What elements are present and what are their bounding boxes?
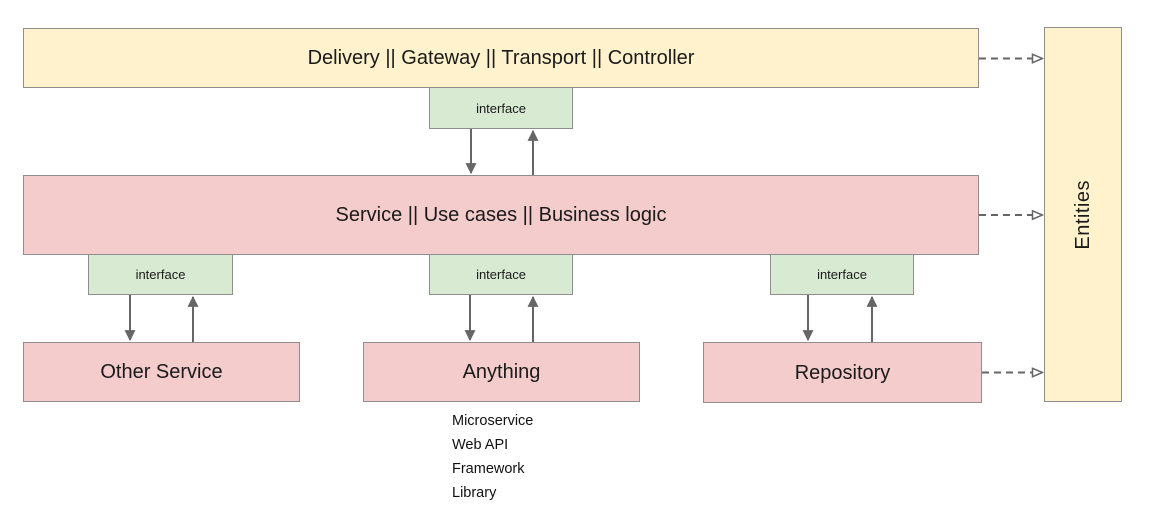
repository-label: Repository xyxy=(794,361,891,384)
interface-label-top: interface xyxy=(476,100,526,116)
anything-label: Anything xyxy=(462,361,541,383)
interface-box-middle: interface xyxy=(429,254,573,295)
interface-box-left: interface xyxy=(88,254,233,295)
anything-box: Anything xyxy=(363,342,640,402)
example-web-api: Web API xyxy=(452,437,509,453)
entities-label: Entities xyxy=(1071,179,1094,250)
interface-label-middle: interface xyxy=(476,267,526,282)
service-layer-label: Service || Use cases || Business logic xyxy=(335,204,667,226)
anything-examples-list: Microservice Web API Framework Library xyxy=(452,409,533,505)
example-library: Library xyxy=(452,485,497,501)
example-microservice: Microservice xyxy=(452,413,534,429)
interface-box-top: interface xyxy=(429,87,573,129)
service-layer-box: Service || Use cases || Business logic xyxy=(23,175,979,255)
other-service-box: Other Service xyxy=(23,342,300,402)
delivery-layer-label: Delivery || Gateway || Transport || Cont… xyxy=(307,47,695,69)
example-framework: Framework xyxy=(452,461,525,477)
entities-box: Entities xyxy=(1044,27,1122,402)
delivery-layer-box: Delivery || Gateway || Transport || Cont… xyxy=(23,28,979,88)
interface-label-left: interface xyxy=(135,267,186,282)
repository-box: Repository xyxy=(703,342,982,403)
other-service-label: Other Service xyxy=(100,361,223,383)
interface-box-right: interface xyxy=(770,254,914,295)
interface-label-right: interface xyxy=(817,267,867,282)
